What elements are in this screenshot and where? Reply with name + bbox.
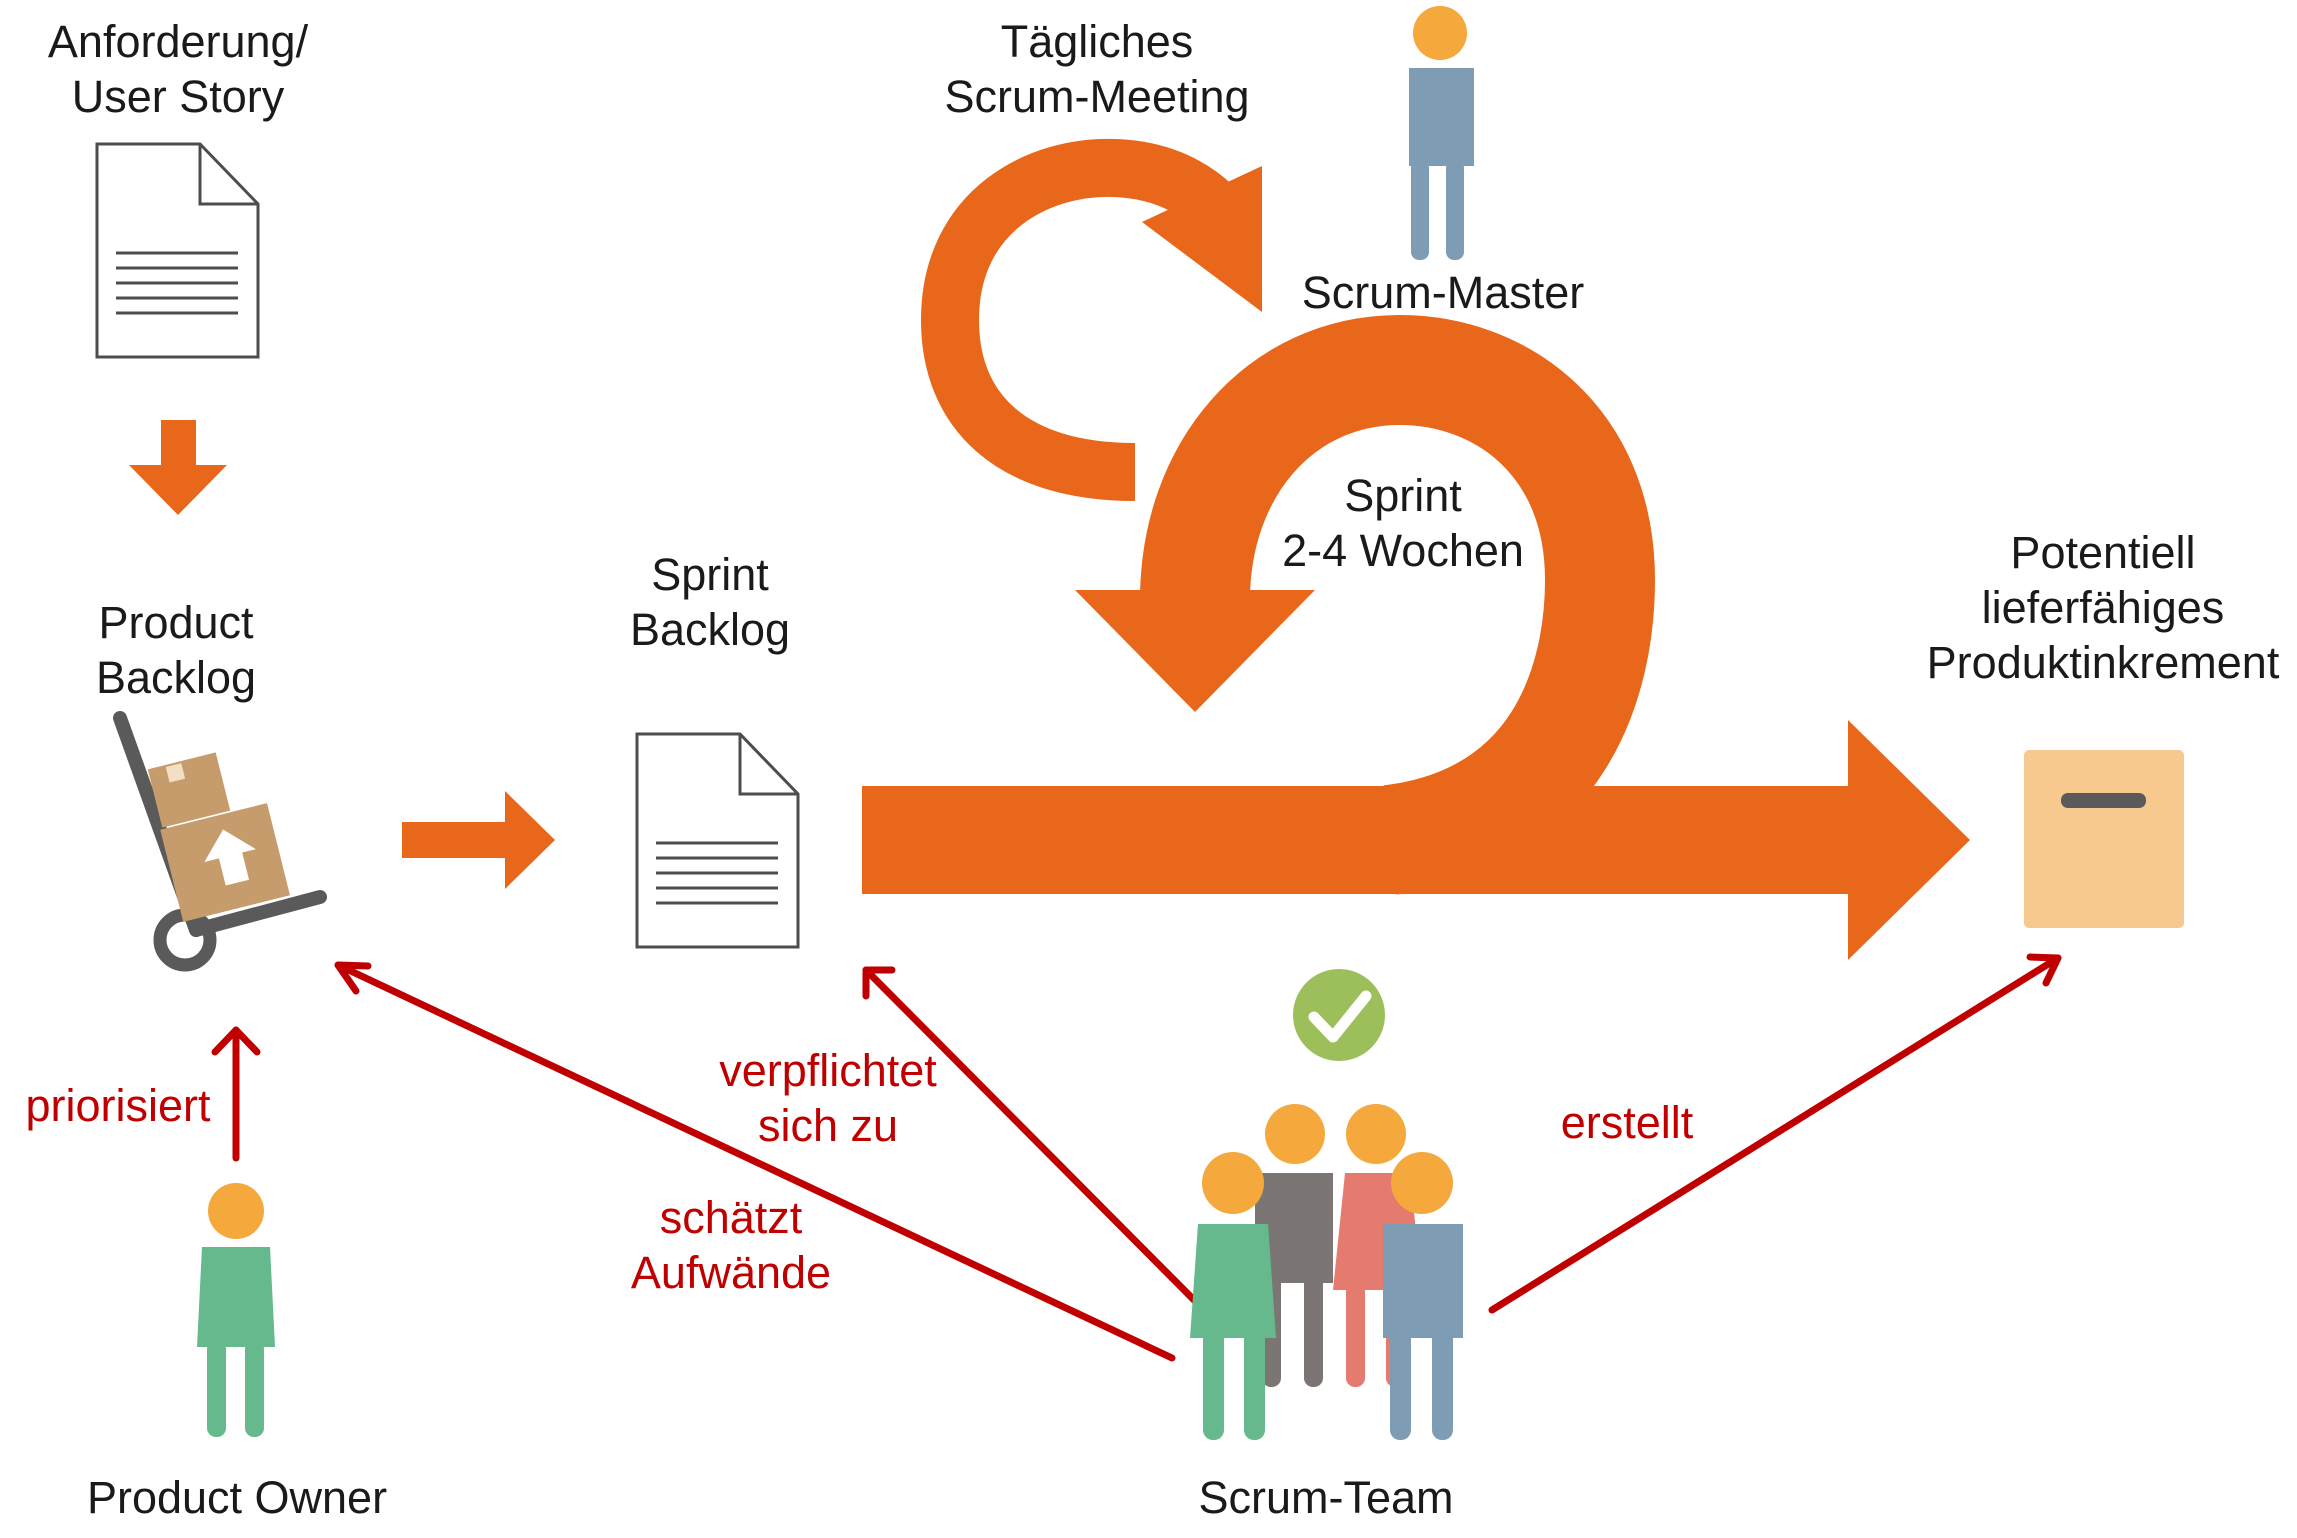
- product-owner-person-icon: [197, 1183, 275, 1437]
- creates-arrow: [1488, 954, 2062, 1314]
- daily-meeting-loop-arrow: [920, 138, 1255, 501]
- right-arrow-icon: [402, 791, 555, 889]
- sprint-main-arrow-body: [862, 786, 1867, 894]
- scrum-master-person-icon: [1409, 6, 1474, 260]
- commits-arrow: [862, 966, 1200, 1306]
- estimates-arrow-head: [334, 961, 372, 995]
- product-owner-label: Product Owner: [86, 1472, 388, 1523]
- creates-arrow-head: [2026, 953, 2062, 987]
- creates-label: erstellt: [1560, 1097, 1694, 1148]
- scrum-master-label: Scrum-Master: [1301, 267, 1585, 318]
- sprint-loop-arrow: [1140, 314, 1656, 895]
- scrum-team-group-icon: [1190, 1104, 1463, 1440]
- hand-truck-boxes-icon: [113, 711, 327, 972]
- user-story-document-icon: [95, 142, 260, 359]
- checkmark-circle-icon: [1293, 969, 1385, 1061]
- sprint-main-arrow-head: [1848, 720, 1970, 960]
- sprint-backlog-document-icon: [635, 732, 800, 949]
- flow-arrows: [129, 138, 1970, 960]
- relation-arrows: [211, 953, 2062, 1362]
- user-story-label: Anforderung/User Story: [47, 16, 309, 122]
- prioritizes-arrow-head: [211, 1026, 261, 1056]
- commits-arrow-head: [862, 966, 896, 1000]
- box-icon: [2024, 750, 2184, 928]
- estimates-arrow: [334, 961, 1176, 1362]
- prioritizes-label: priorisiert: [25, 1080, 211, 1131]
- down-arrow-icon: [129, 420, 227, 515]
- sprint-loop-arrow-head: [1075, 590, 1315, 712]
- daily-meeting-arrow-head: [1142, 166, 1262, 312]
- scrum-team-label: Scrum-Team: [1198, 1472, 1454, 1523]
